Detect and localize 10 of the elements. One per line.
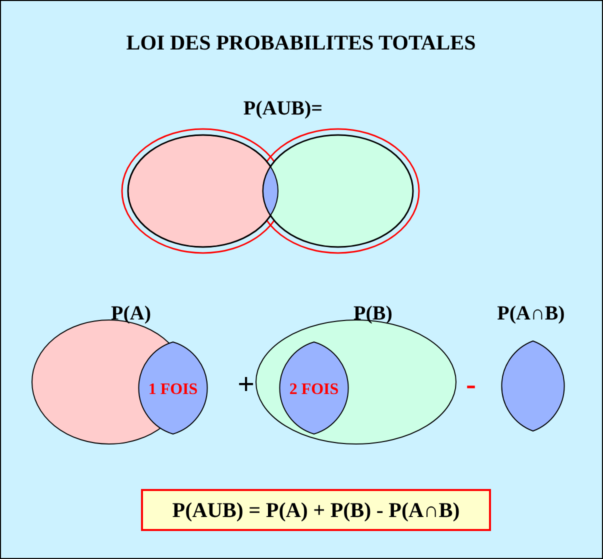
union-label: P(AUB)= bbox=[243, 98, 323, 120]
count-label: 2 FOIS bbox=[289, 381, 339, 399]
diagram-title: LOI DES PROBABILITES TOTALES bbox=[126, 30, 476, 56]
minus-sign: - bbox=[466, 368, 476, 402]
plus-sign: + bbox=[237, 368, 255, 402]
formula-box: P(AUB) = P(A) + P(B) - P(A∩B) bbox=[141, 489, 491, 531]
set-a-label: P(A) bbox=[111, 302, 151, 326]
intersection-label: P(A∩B) bbox=[497, 302, 565, 326]
set-b-label: P(B) bbox=[354, 302, 392, 326]
count-label: 1 FOIS bbox=[148, 381, 198, 399]
